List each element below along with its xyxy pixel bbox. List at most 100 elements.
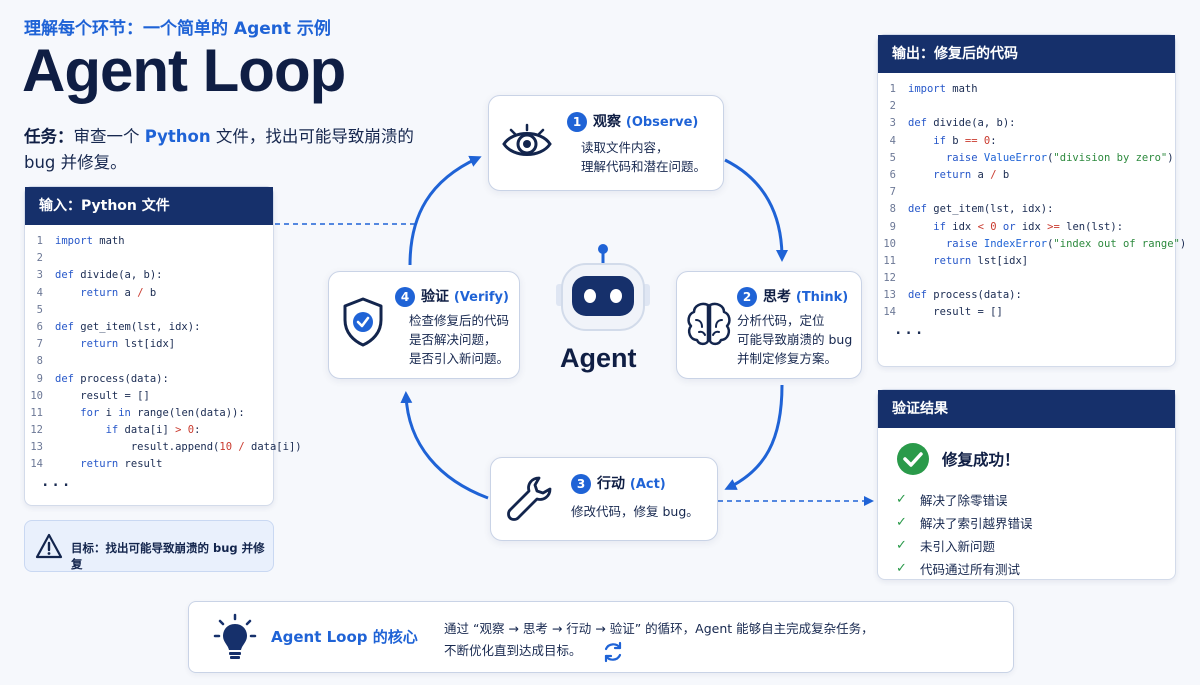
step-number-badge: 3 — [571, 474, 591, 494]
code-text: if idx < 0 or idx >= len(lst): — [933, 220, 1124, 233]
code-text: def get_item(lst, idx): — [908, 203, 1054, 216]
step-think: 2 思考 (Think) 分析代码，定位 可能导致崩溃的 bug 并制定修复方案。 — [676, 271, 862, 379]
code-line: 14 result = [] — [878, 304, 1175, 321]
step-number-badge: 2 — [737, 287, 757, 307]
code-line: 7 — [878, 184, 1175, 201]
code-line: 9 if idx < 0 or idx >= len(lst): — [878, 219, 1175, 236]
step-description: 读取文件内容， 理解代码和潜在问题。 — [581, 140, 707, 174]
code-line: 12 — [878, 270, 1175, 287]
code-ellipsis: ... — [894, 321, 926, 338]
verify-item-label: 解决了索引越界错误 — [920, 516, 1033, 531]
code-line: 9 def process(data): — [25, 371, 273, 388]
code-text: def process(data): — [55, 372, 169, 385]
verify-item-label: 代码通过所有测试 — [920, 562, 1021, 577]
verify-item-label: 解决了除零错误 — [920, 493, 1008, 508]
code-text: return result — [80, 458, 163, 471]
code-line: 2 — [878, 98, 1175, 115]
arrow-verify-to-observe — [408, 155, 482, 266]
line-number: 2 — [889, 100, 896, 113]
step-number-badge: 1 — [567, 112, 587, 132]
code-line: 14 return result — [25, 456, 273, 473]
line-number: 9 — [36, 372, 43, 385]
core-summary: Agent Loop 的核心 通过 “观察 → 思考 → 行动 → 验证” 的循… — [188, 601, 1014, 673]
step-description: 分析代码，定位 可能导致崩溃的 bug 并制定修复方案。 — [737, 313, 853, 366]
step-description: 检查修复后的代码 是否解决问题， 是否引入新问题。 — [409, 313, 510, 366]
code-line: 12 if data[i] > 0: — [25, 422, 273, 439]
code-line: 13 result.append(10 / data[i]) — [25, 439, 301, 456]
verify-item-label: 未引入新问题 — [920, 539, 996, 554]
check-icon: ✓ — [896, 492, 907, 507]
line-number: 10 — [883, 237, 896, 250]
line-number: 14 — [883, 306, 896, 319]
code-text: if b == 0: — [933, 134, 997, 147]
line-number: 8 — [36, 355, 43, 368]
page-title: Agent Loop — [22, 37, 346, 104]
check-icon: ✓ — [896, 561, 907, 576]
success-text: 修复成功！ — [942, 451, 1020, 469]
step-title-en: (Act) — [629, 477, 666, 492]
line-number: 5 — [889, 151, 896, 164]
code-line: 8 — [25, 353, 273, 370]
core-description: 通过 “观察 → 思考 → 行动 → 验证” 的循环，Agent 能够自主完成复… — [444, 621, 874, 658]
code-ellipsis: ... — [41, 473, 73, 490]
line-number: 12 — [30, 424, 43, 437]
step-title-en: (Think) — [795, 290, 849, 305]
line-number: 12 — [883, 272, 896, 285]
code-text: import math — [55, 235, 125, 247]
code-text: return a / b — [80, 286, 157, 299]
cycle-icon — [604, 641, 622, 663]
code-text: result = [] — [55, 389, 150, 402]
line-number: 7 — [889, 186, 896, 199]
code-line: 11 return lst[idx] — [878, 253, 1175, 270]
code-text: def divide(a, b): — [55, 269, 163, 282]
task-text-post: 文件，找出可能导致崩溃的 bug 并修复。 — [24, 127, 414, 172]
line-number: 10 — [30, 389, 43, 402]
task-label: 任务： — [24, 127, 74, 146]
code-text: result.append(10 / data[i]) — [55, 441, 302, 454]
check-icon: ✓ — [896, 515, 907, 530]
line-number: 13 — [883, 289, 896, 302]
verify-item: ✓ 解决了除零错误 — [896, 488, 1157, 511]
eye-icon — [502, 123, 552, 156]
code-line: 6 def get_item(lst, idx): — [25, 319, 273, 336]
step-number-badge: 4 — [395, 287, 415, 307]
lightbulb-icon — [213, 613, 257, 659]
brain-icon — [687, 302, 731, 346]
goal-text: 目标：找出可能导致崩溃的 bug 并修复 — [71, 541, 265, 571]
task-highlight: Python — [144, 127, 211, 146]
goal-banner: 目标：找出可能导致崩溃的 bug 并修复 — [24, 520, 274, 572]
step-title-en: (Verify) — [453, 290, 509, 305]
line-number: 4 — [889, 134, 896, 147]
code-line: 10 raise IndexError("index out of range"… — [878, 236, 1186, 253]
code-text: raise ValueError("division by zero") — [945, 151, 1174, 164]
step-title-en: (Observe) — [625, 115, 699, 130]
check-icon: ✓ — [896, 538, 907, 553]
code-text: return lst[idx] — [933, 254, 1029, 267]
wrench-icon — [507, 476, 552, 521]
verify-result-panel: 验证结果 修复成功！ ✓解决了除零错误✓解决了索引越界错误✓未引入新问题✓代码通… — [877, 389, 1176, 580]
success-check-icon — [897, 443, 929, 475]
arrow-observe-to-think — [724, 158, 788, 262]
line-number: 6 — [36, 320, 43, 333]
verify-checklist: ✓ 解决了除零错误 ✓ 解决了索引越界错误 ✓ 未引入新问题 ✓ 代码通过所有测试 — [896, 488, 1157, 580]
code-line: 10 result = [] — [25, 388, 273, 405]
step-title: 思考 — [763, 289, 791, 305]
code-line: 2 — [25, 250, 273, 267]
arrow-think-to-act — [724, 384, 784, 490]
line-number: 1 — [36, 235, 43, 247]
code-line: 4 if b == 0: — [878, 133, 1175, 150]
code-text: def get_item(lst, idx): — [55, 320, 201, 333]
code-line: 1 import math — [25, 233, 273, 250]
task-text-pre: 审查一个 — [73, 127, 145, 146]
code-text: for i in range(len(data)): — [80, 406, 245, 419]
code-text: raise IndexError("index out of range") — [945, 237, 1187, 250]
line-number: 11 — [30, 406, 43, 419]
